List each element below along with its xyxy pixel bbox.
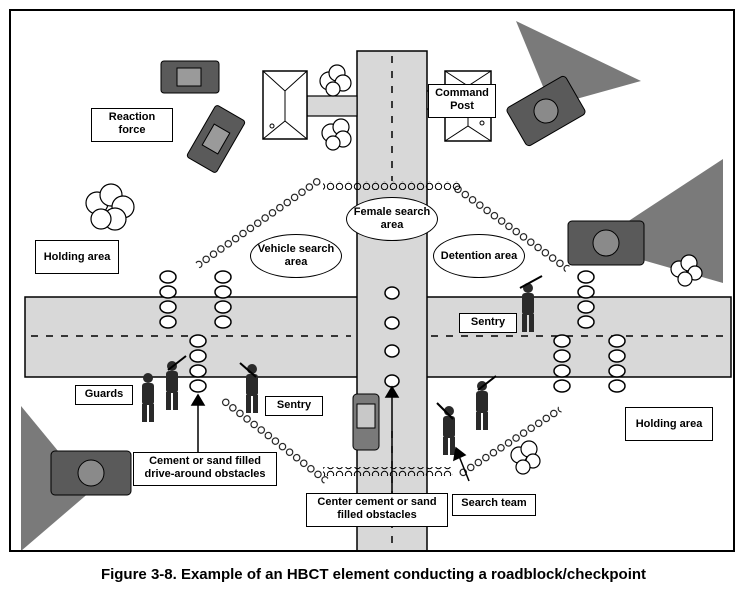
label-sentry-left: Sentry	[265, 396, 323, 416]
label-obstacles-side: Cement or sand filled drive-around obsta…	[133, 452, 277, 486]
label-holding-area-left: Holding area	[35, 240, 119, 274]
label-detention-area: Detention area	[433, 234, 525, 278]
figure-caption: Figure 3-8. Example of an HBCT element c…	[100, 566, 647, 583]
soldiers	[142, 275, 543, 455]
label-reaction-force: Reaction force	[91, 108, 173, 142]
label-obstacles-center: Center cement or sand filled obstacles	[306, 493, 448, 527]
concertina-wire	[194, 175, 571, 485]
label-search-team: Search team	[452, 494, 536, 516]
vehicle-tank-top-right	[506, 75, 586, 147]
checkpoint-scene	[21, 21, 732, 550]
vehicle-tank-right	[567, 220, 645, 266]
label-vehicle-search-area: Vehicle search area	[250, 234, 342, 278]
vehicle-reaction-2	[186, 105, 246, 173]
tree	[319, 64, 352, 97]
building-left	[262, 70, 308, 140]
driveway-left	[306, 95, 358, 117]
label-command-post: Command Post	[428, 84, 496, 118]
soldier-guard-1	[142, 373, 154, 422]
pointer-arrows	[190, 385, 470, 502]
vehicle-searched	[352, 393, 380, 451]
soldier-search-1	[436, 402, 455, 455]
tree	[321, 118, 352, 151]
label-sentry-right: Sentry	[459, 313, 517, 333]
vehicle-reaction-1	[160, 60, 220, 94]
label-holding-area-right: Holding area	[625, 407, 713, 441]
soldier-sentry-left	[239, 362, 258, 413]
vehicle-tank-bottom-left	[50, 450, 132, 496]
soldier-sentry-right	[519, 275, 543, 332]
tree	[85, 183, 135, 231]
tree	[510, 440, 541, 475]
label-guards: Guards	[75, 385, 133, 405]
soldier-search-2	[476, 375, 497, 430]
soldier-guard-2	[166, 355, 187, 410]
tree	[670, 254, 703, 287]
obstacle-barrels	[159, 270, 626, 393]
label-female-search-area: Female search area	[346, 197, 438, 241]
diagram-frame: Reaction force Command Post Female searc…	[9, 9, 735, 552]
